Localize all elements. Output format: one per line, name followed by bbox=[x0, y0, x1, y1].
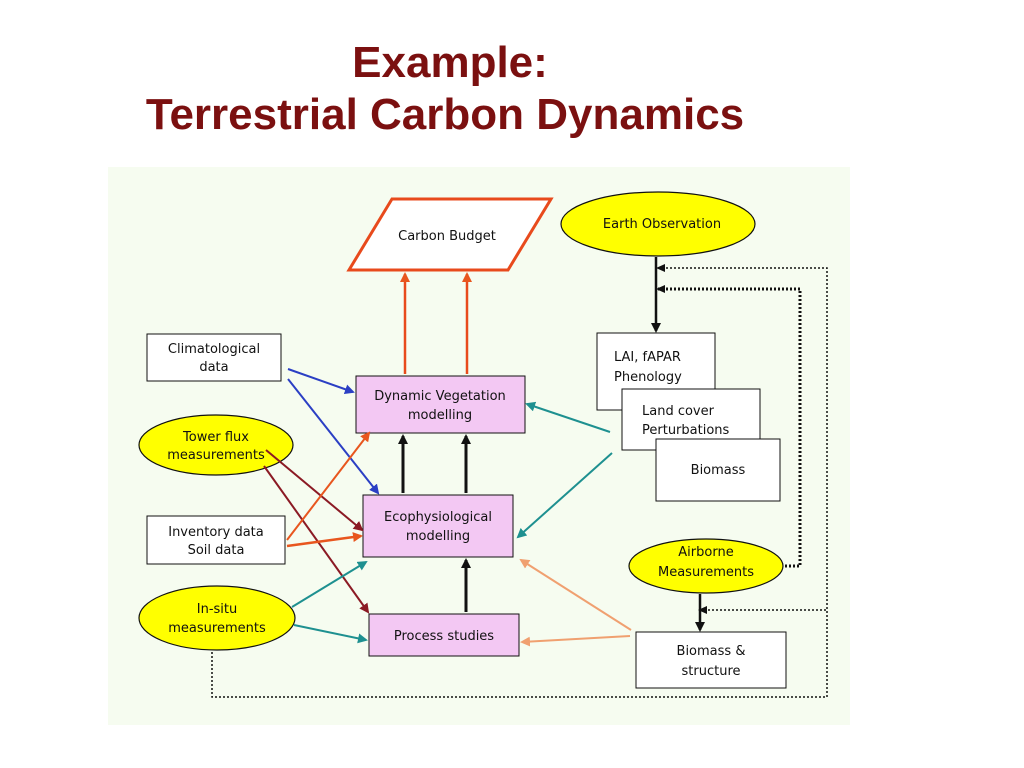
carbon-budget-label: Carbon Budget bbox=[398, 229, 496, 244]
tower-flux-ellipse bbox=[138, 414, 294, 476]
biomass-structure-label-2: structure bbox=[682, 664, 741, 679]
lai-label-1: LAI, fAPAR bbox=[614, 350, 681, 365]
lai-label-2: Phenology bbox=[614, 370, 682, 385]
climatological-data-box bbox=[146, 333, 282, 382]
process-studies-box bbox=[368, 613, 520, 657]
biomass-box bbox=[655, 438, 781, 502]
ecophysiological-box bbox=[362, 494, 514, 558]
inventory-label-1: Inventory data bbox=[168, 525, 264, 540]
earth-observation-label: Earth Observation bbox=[603, 217, 721, 232]
climatological-label-2: data bbox=[199, 360, 228, 375]
land-cover-label-2: Perturbations bbox=[642, 423, 730, 438]
dynamic-vegetation-label-2: modelling bbox=[408, 408, 472, 423]
tower-flux-label-1: Tower flux bbox=[182, 430, 249, 445]
inventory-data-box bbox=[146, 515, 286, 565]
biomass-label: Biomass bbox=[691, 463, 746, 478]
dynamic-vegetation-box bbox=[355, 375, 526, 434]
dotted-feedback-lines bbox=[211, 267, 828, 698]
in-situ-label-1: In-situ bbox=[197, 602, 238, 617]
airborne-measurements-ellipse bbox=[628, 538, 784, 594]
land-cover-label-1: Land cover bbox=[642, 404, 715, 419]
earth-observation-ellipse bbox=[560, 191, 756, 257]
ecophysiological-label-2: modelling bbox=[406, 529, 470, 544]
carbon-dynamics-diagram: Carbon Budget Earth Observation Climatol… bbox=[108, 167, 850, 725]
in-situ-ellipse bbox=[138, 585, 296, 651]
slide-title-line-1: Example: bbox=[352, 38, 548, 87]
dotted-arrowheads bbox=[656, 264, 707, 614]
biomass-structure-box bbox=[635, 631, 787, 689]
in-situ-label-2: measurements bbox=[168, 621, 266, 636]
flow-arrows bbox=[263, 257, 705, 647]
ecophysiological-label-1: Ecophysiological bbox=[384, 510, 492, 525]
inventory-label-2: Soil data bbox=[188, 543, 245, 558]
climatological-label-1: Climatological bbox=[168, 342, 260, 357]
airborne-label-1: Airborne bbox=[678, 545, 733, 560]
tower-flux-label-2: measurements bbox=[167, 448, 265, 463]
dynamic-vegetation-label-1: Dynamic Vegetation bbox=[374, 389, 506, 404]
slide-title-line-2: Terrestrial Carbon Dynamics bbox=[145, 90, 745, 139]
airborne-label-2: Measurements bbox=[658, 565, 754, 580]
biomass-structure-label-1: Biomass & bbox=[677, 644, 746, 659]
process-studies-label: Process studies bbox=[394, 629, 494, 644]
carbon-budget-box bbox=[346, 197, 554, 272]
